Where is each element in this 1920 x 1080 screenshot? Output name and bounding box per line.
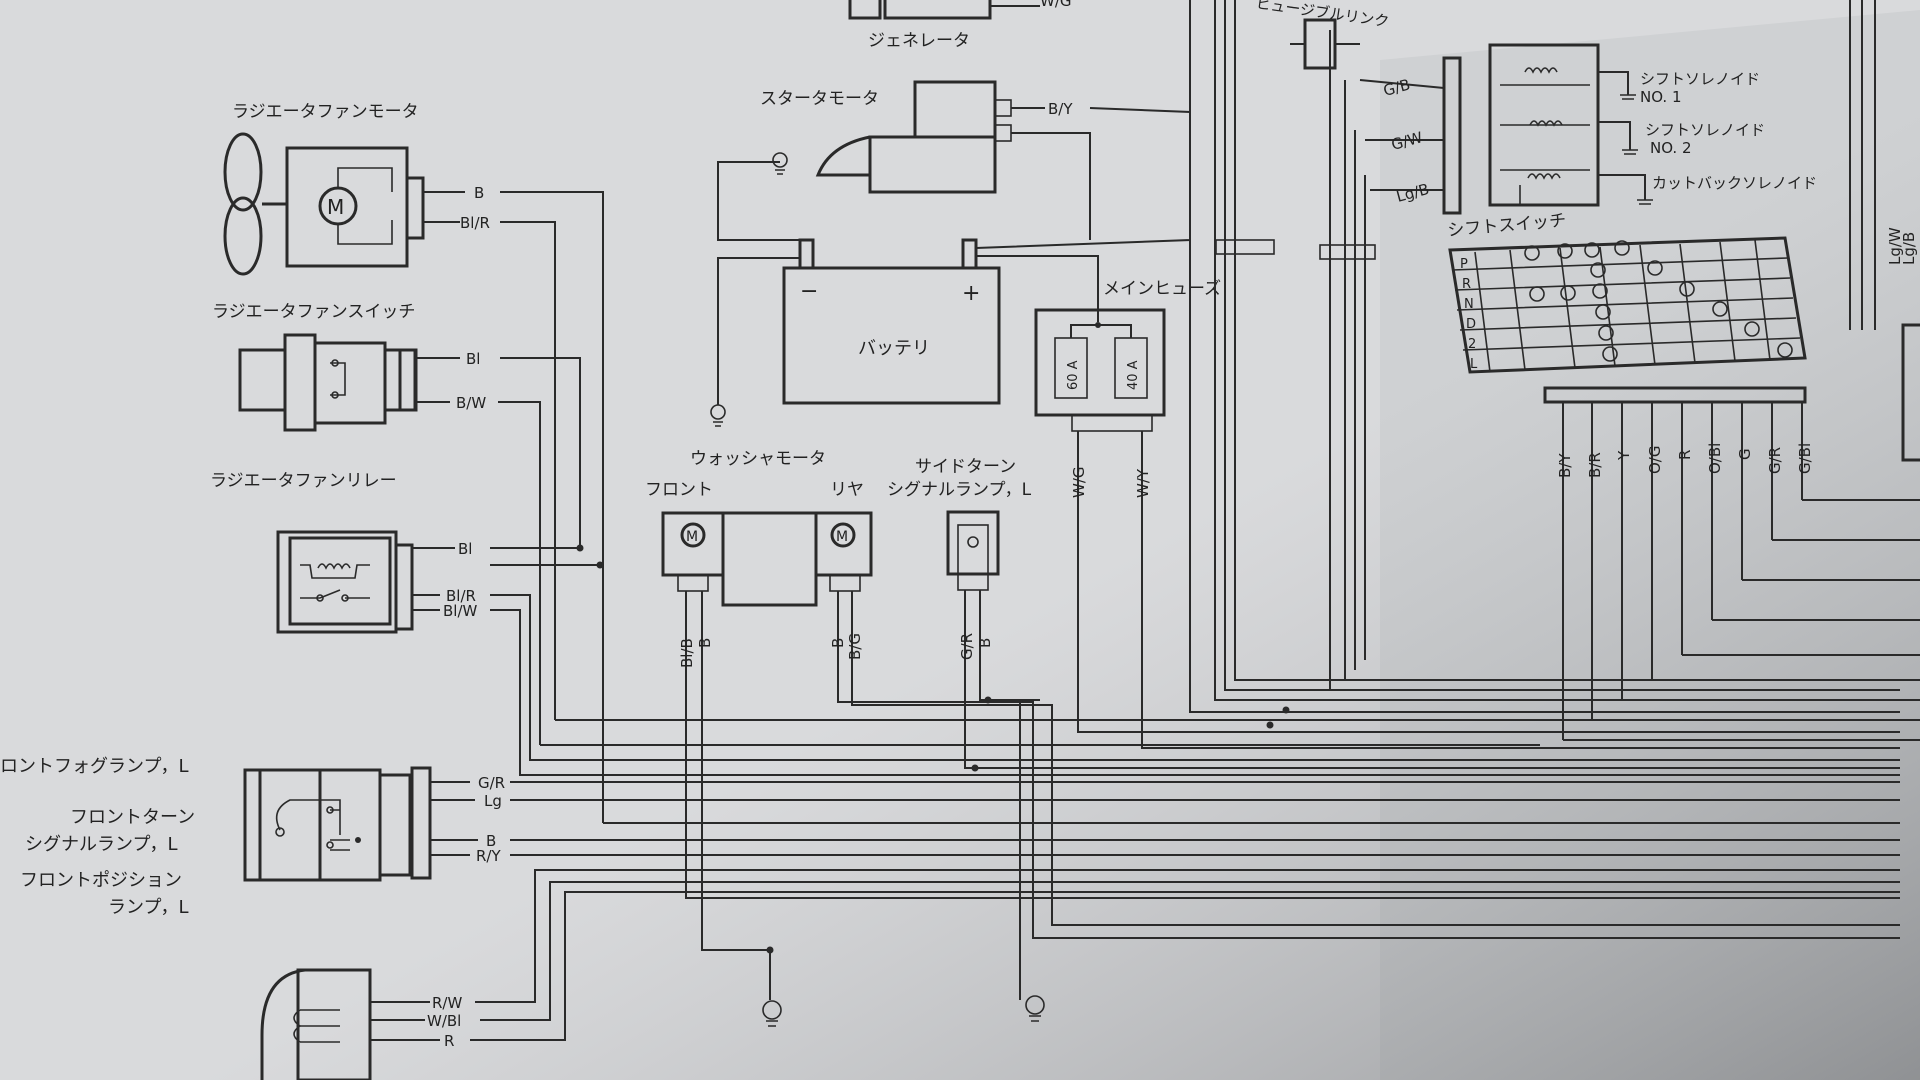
wire-label-shift-obl: O/Bl <box>1706 443 1724 474</box>
fusible-link-clip-1 <box>1215 239 1275 255</box>
wire-label-front-lamp-b: B <box>486 832 496 850</box>
wire-label-right-lgw: Lg/W <box>1886 227 1904 265</box>
headlamp: R/W W/Bl R <box>260 869 1260 1080</box>
wire-label-fan-switch-bw: B/W <box>456 394 486 412</box>
wire-label-fan-relay-bl: Bl <box>458 540 472 558</box>
wire-label-shift-br: B/R <box>1586 452 1604 478</box>
wire-label-shift-og: O/G <box>1646 446 1664 474</box>
shift-pos-n: N <box>1464 297 1474 312</box>
wire-label-fuse-wg: W/G <box>1070 466 1088 498</box>
washer-front-label: フロント <box>645 480 713 500</box>
starter-motor: スタータモータ B/Y <box>760 80 1191 240</box>
wire-label-headlamp-rw: R/W <box>432 994 462 1012</box>
front-turn-lamp-label-1: フロントターン <box>70 807 195 828</box>
radiator-fan-relay-label: ラジエータファンリレー <box>210 471 397 491</box>
shift-pos-2: 2 <box>1468 337 1476 352</box>
wire-label-headlamp-r: R <box>444 1032 454 1050</box>
shift-switch-wires: B/Y B/R Y O/G R O/Bl G G/R G/Bl <box>1556 402 1920 741</box>
wire-label-fan-relay-blr: Bl/R <box>446 587 476 605</box>
radiator-fan-switch: ラジエータファンスイッチ Bl B/W <box>212 302 581 745</box>
wire-label-washer-front-b: B <box>696 638 714 648</box>
right-edge-connector: Lg/W Lg/B <box>1849 0 1920 462</box>
radiator-fan-relay: ラジエータファンリレー Bl Bl/R Bl/W <box>210 471 1260 776</box>
wire-label-fan-motor-b: B <box>474 184 484 202</box>
battery-label: バッテリ <box>858 338 930 359</box>
main-fuse-label: メインヒューズ <box>1103 279 1221 299</box>
shift-solenoids: シフトソレノイド NO. 1 シフトソレノイド NO. 2 カットバックソレノイ… <box>1359 43 1817 215</box>
battery-plus-label: + <box>962 281 980 306</box>
wire-label-shift-y: Y <box>1615 450 1633 461</box>
wire-label-side-turn-gr: G/R <box>958 633 976 660</box>
radiator-fan-motor-label: ラジエータファンモータ <box>232 102 419 122</box>
radiator-fan-motor: ラジエータファンモータ M B Bl/R <box>223 102 604 823</box>
generator-label: ジェネレータ <box>868 31 970 51</box>
battery: − + バッテリ <box>710 0 1191 427</box>
battery-minus-label: − <box>800 279 818 304</box>
wire-label-shift-g: G <box>1736 448 1754 460</box>
washer-front-m-symbol: M <box>686 529 698 545</box>
radiator-fan-switch-label: ラジエータファンスイッチ <box>212 302 415 322</box>
wire-label-fuse-wy: W/Y <box>1134 468 1152 498</box>
shift-solenoid-2-label-1: シフトソレノイド <box>1645 121 1765 139</box>
wire-label-washer-rear-bg: B/G <box>846 633 864 660</box>
starter-motor-label: スタータモータ <box>760 89 879 109</box>
wire-label-shift-r: R <box>1676 450 1694 460</box>
fuse-40a-label: 40 A <box>1126 360 1141 390</box>
shift-pos-l: L <box>1470 357 1478 372</box>
wire-label-starter: B/Y <box>1048 100 1073 118</box>
shift-solenoid-1-label-2: NO. 1 <box>1640 88 1682 106</box>
washer-motor-label: ウォッシャモータ <box>690 449 826 469</box>
shift-pos-d: D <box>1466 317 1476 332</box>
front-lamp-assembly: ロントフォグランプ，L フロントターン シグナルランプ，L フロントポジション … <box>0 756 1260 918</box>
shift-pos-r: R <box>1462 277 1471 292</box>
wire-label-front-lamp-gr: G/R <box>478 774 505 792</box>
generator: W/G ジェネレータ <box>848 0 1072 51</box>
cutback-solenoid-label: カットバックソレノイド <box>1652 174 1817 192</box>
fuse-60a-label: 60 A <box>1066 360 1081 390</box>
main-fuse: メインヒューズ 60 A 40 A W/G W/Y <box>1034 279 1260 749</box>
fusible-link-clip-2 <box>1319 244 1376 260</box>
shift-pos-p: P <box>1460 257 1468 272</box>
wire-label-fan-motor-blr: Bl/R <box>460 214 490 232</box>
washer-rear-m-symbol: M <box>836 529 848 545</box>
washer-motor: ウォッシャモータ フロント リヤ M M Bl/B B B B/G <box>645 449 1260 1027</box>
wire-label-front-lamp-lg: Lg <box>484 792 502 810</box>
shift-solenoid-2-label-2: NO. 2 <box>1650 139 1692 157</box>
wire-label-shift-gr: G/R <box>1766 447 1784 474</box>
side-turn-lamp-label-2: シグナルランプ，L <box>887 480 1032 500</box>
front-fog-lamp-label: ロントフォグランプ，L <box>0 756 189 777</box>
wire-label-shift-gbl: G/Bl <box>1796 443 1814 474</box>
harness-bundle <box>540 0 1900 939</box>
wire-label-right-lgb: Lg/B <box>1900 232 1918 265</box>
wire-label-front-lamp-ry: R/Y <box>476 847 501 865</box>
wire-label-generator: W/G <box>1040 0 1072 10</box>
shift-solenoid-1-label-1: シフトソレノイド <box>1640 70 1760 88</box>
wire-label-side-turn-b: B <box>976 638 994 648</box>
wire-label-fan-switch-bl: Bl <box>466 350 480 368</box>
wire-label-shift-by: B/Y <box>1556 453 1574 478</box>
fan-motor-m-symbol: M <box>327 195 344 219</box>
wire-label-washer-front-blb: Bl/B <box>678 638 696 668</box>
front-position-lamp-label-1: フロントポジション <box>20 870 182 891</box>
wire-label-fan-relay-blw: Bl/W <box>443 602 478 620</box>
front-position-lamp-label-2: ランプ，L <box>108 897 189 918</box>
washer-rear-label: リヤ <box>830 480 864 500</box>
wire-label-washer-rear-b: B <box>829 638 847 648</box>
side-turn-lamp-label-1: サイドターン <box>915 457 1016 477</box>
wire-label-headlamp-wbl: W/Bl <box>427 1012 461 1030</box>
side-turn-signal-lamp: サイドターン シグナルランプ，L G/R B <box>887 457 1260 1022</box>
front-turn-lamp-label-2: シグナルランプ，L <box>25 834 178 855</box>
